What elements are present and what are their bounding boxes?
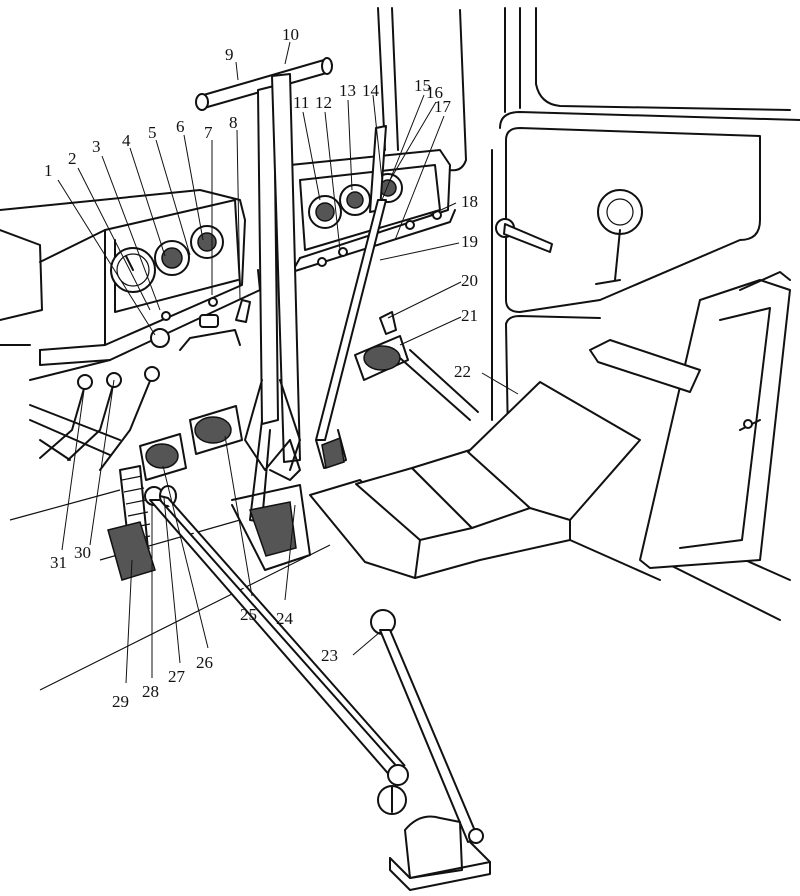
callout-label-8: 8: [229, 113, 238, 132]
callout-label-27: 27: [168, 667, 186, 686]
hand-levers-left: [29, 366, 160, 581]
callout-label-3: 3: [92, 137, 101, 156]
callout-label-23: 23: [321, 646, 338, 665]
seat: [309, 271, 791, 581]
dashboard-right: [289, 149, 456, 273]
callout-label-4: 4: [122, 131, 131, 150]
callout-label-13: 13: [339, 81, 356, 100]
callout-label-1: 1: [44, 161, 53, 180]
callout-label-22: 22: [454, 362, 471, 381]
callout-label-14: 14: [362, 81, 380, 100]
callout-label-10: 10: [282, 25, 299, 44]
gauge-cluster-left: [110, 225, 251, 351]
callout-label-21: 21: [461, 306, 478, 325]
callout-label-20: 20: [461, 271, 478, 290]
callout-label-19: 19: [461, 232, 478, 251]
callout-label-31: 31: [50, 553, 67, 572]
door-handles: [495, 189, 643, 285]
callout-label-11: 11: [293, 93, 309, 112]
steering-levers: [195, 57, 333, 571]
callout-label-28: 28: [142, 682, 159, 701]
callout-label-7: 7: [204, 123, 213, 142]
leader-lines: [57, 41, 519, 684]
callout-label-29: 29: [112, 692, 129, 711]
callout-label-2: 2: [68, 149, 77, 168]
callout-label-17: 17: [434, 97, 452, 116]
callout-label-18: 18: [461, 192, 478, 211]
callout-label-5: 5: [148, 123, 157, 142]
callout-label-26: 26: [196, 653, 213, 672]
callout-label-25: 25: [240, 605, 257, 624]
callout-label-24: 24: [276, 609, 294, 628]
gear-lever-right: [315, 125, 387, 469]
callout-label-16: 16: [426, 83, 443, 102]
callout-label-9: 9: [225, 45, 234, 64]
callout-label-6: 6: [176, 117, 185, 136]
callout-label-15: 15: [414, 76, 431, 95]
callout-label-12: 12: [315, 93, 332, 112]
callout-label-30: 30: [74, 543, 91, 562]
pedals: [139, 311, 479, 481]
linkage-rod: [144, 485, 491, 891]
